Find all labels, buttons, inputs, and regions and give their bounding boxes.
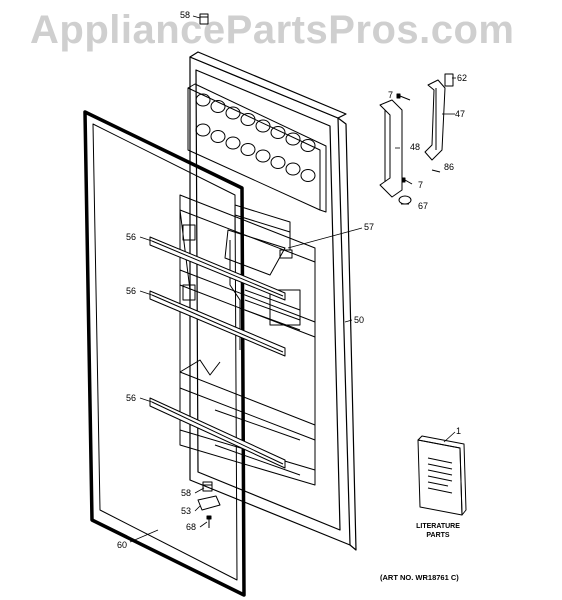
egg-cup	[270, 126, 286, 139]
art-number: (ART NO. WR18761 C)	[380, 573, 459, 582]
egg-cup	[255, 119, 271, 133]
callout-58-bottom: 58	[181, 488, 192, 498]
hinge-bushing-58-top	[199, 13, 209, 25]
egg-cup	[210, 100, 226, 113]
gasket-60	[83, 110, 246, 597]
screw-68	[206, 515, 212, 528]
egg-cup	[285, 132, 301, 146]
retainer-bars-56	[149, 236, 286, 469]
egg-cup	[255, 149, 271, 163]
callout-1: 1	[456, 426, 462, 436]
watermark-logo: AppliancePartsPros.com	[30, 8, 515, 52]
handle-48	[379, 99, 403, 198]
egg-cup	[300, 169, 316, 182]
egg-cup	[240, 113, 256, 126]
top-bin-area	[187, 83, 327, 213]
egg-cup	[225, 106, 241, 120]
leader-lines	[129, 15, 456, 543]
callout-56-bottom: 56	[126, 393, 137, 403]
handle-trim-47	[424, 79, 446, 161]
egg-cup	[225, 136, 241, 150]
callout-56-top: 56	[126, 232, 137, 242]
literature-label-line1: LITERATURE	[416, 523, 460, 530]
literature-label: LITERATURE PARTS	[408, 522, 468, 540]
callout-68: 68	[186, 522, 197, 532]
egg-cup	[285, 162, 301, 176]
callout-67: 67	[418, 201, 429, 211]
callout-62: 62	[457, 73, 468, 83]
literature-booklet-1	[417, 435, 467, 516]
hinge-bushing-58-bottom	[202, 481, 213, 492]
egg-cup	[300, 139, 316, 152]
plug-67	[398, 195, 412, 205]
callout-57: 57	[364, 222, 375, 232]
callout-7-bottom: 7	[418, 180, 424, 190]
egg-cup	[240, 143, 256, 156]
callout-86: 86	[444, 162, 455, 172]
screws-7	[396, 93, 441, 185]
hinge-53	[197, 495, 221, 511]
callout-56-mid: 56	[126, 286, 137, 296]
handle-cap-62	[444, 73, 454, 87]
callout-47: 47	[455, 109, 466, 119]
door-panel-50	[189, 51, 357, 551]
callout-7-top: 7	[388, 90, 394, 100]
callout-50: 50	[354, 315, 365, 325]
egg-cup	[210, 130, 226, 143]
callout-60: 60	[117, 540, 128, 550]
callout-58-top: 58	[180, 10, 191, 20]
egg-cup	[195, 123, 211, 137]
egg-cup	[270, 156, 286, 169]
literature-label-line2: PARTS	[426, 532, 450, 539]
callout-48: 48	[410, 142, 421, 152]
callout-53: 53	[181, 506, 192, 516]
egg-cup	[195, 93, 211, 107]
door-shelves	[179, 194, 316, 486]
